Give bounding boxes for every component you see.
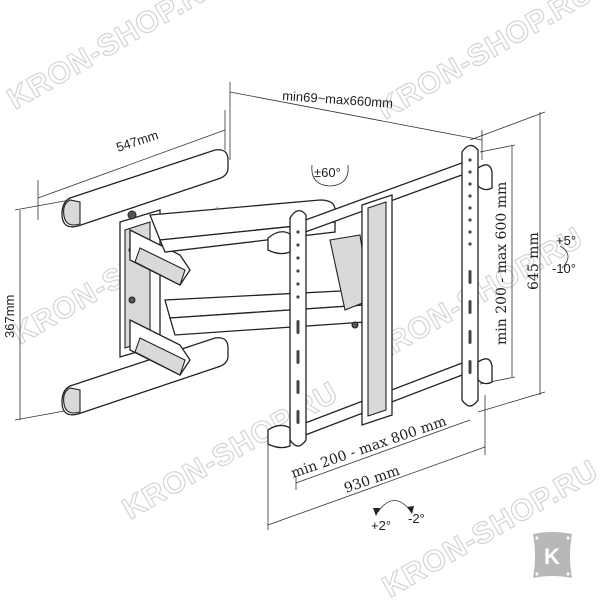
swivel-angle-label: ±60° xyxy=(314,165,341,180)
tv-bracket xyxy=(267,144,493,449)
level-plus-label: +2° xyxy=(371,518,391,533)
wall-plate-height-label: 367mm xyxy=(2,295,17,338)
wall-plate-width-label: 547mm xyxy=(114,127,160,155)
swing-arms xyxy=(129,199,371,376)
logo-letter: K xyxy=(544,544,560,569)
dimension-lines xyxy=(14,82,546,530)
watermark-text: KRON-SHOP.RU xyxy=(372,0,599,126)
vesa-vertical-label: min 200 - max 600 mm xyxy=(494,182,510,345)
depth-label: min69~max660mm xyxy=(282,88,394,111)
watermark-text: KRON-SHOP.RU xyxy=(117,376,344,526)
kron-logo: K xyxy=(533,532,572,578)
bracket-height-label: 645 mm xyxy=(526,232,542,290)
watermark-text: KRON-SHOP.RU xyxy=(377,454,600,600)
watermark-text: KRON-SHOP.RU xyxy=(2,0,229,116)
bracket-width-label: 930 mm xyxy=(342,463,402,497)
rotation-arrows xyxy=(311,164,569,516)
tilt-down-label: -10° xyxy=(552,261,576,276)
tilt-up-label: +5° xyxy=(556,233,576,248)
level-minus-label: -2° xyxy=(408,511,425,526)
